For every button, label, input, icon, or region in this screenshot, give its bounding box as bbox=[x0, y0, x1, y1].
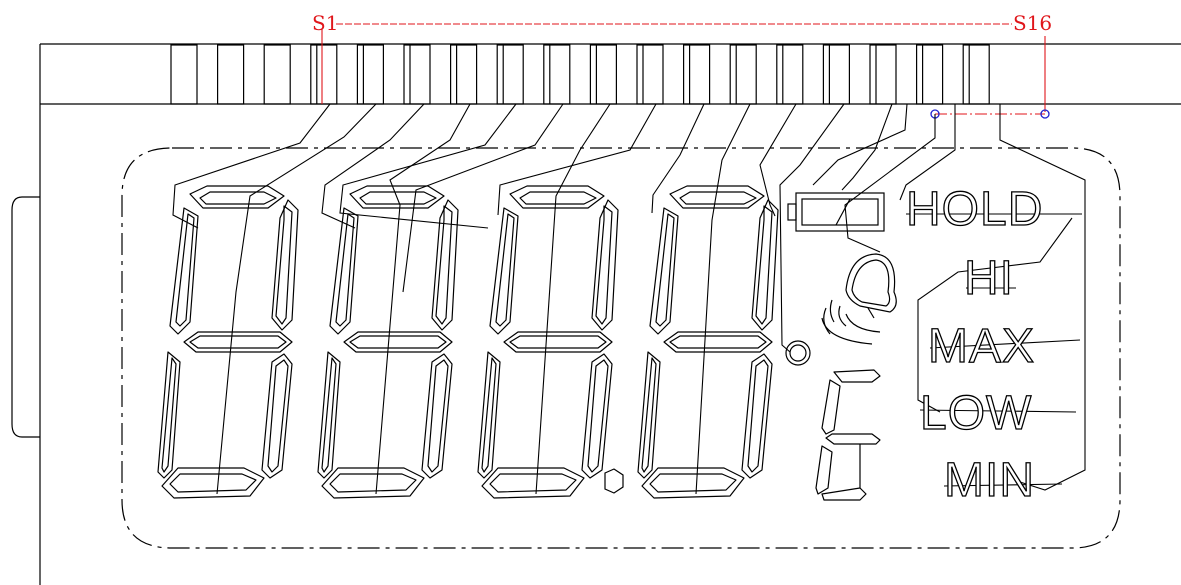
digit-segment-inner bbox=[641, 357, 657, 473]
annunciator-low: LOW bbox=[919, 387, 1033, 440]
digit-segment bbox=[183, 331, 293, 353]
pin-pad bbox=[263, 44, 291, 105]
digit-2 bbox=[317, 185, 459, 499]
digit-segment-inner bbox=[747, 359, 769, 473]
pin-pad bbox=[217, 44, 245, 105]
digit-4 bbox=[637, 185, 779, 499]
digit-segment-inner bbox=[349, 335, 447, 349]
digit-segment-inner bbox=[519, 191, 597, 205]
celsius-icon bbox=[815, 369, 881, 501]
digit-segment-inner bbox=[335, 213, 355, 327]
digit-segment-inner bbox=[649, 473, 737, 493]
digit-segment bbox=[581, 353, 613, 479]
annunciator-hold: HOLD bbox=[905, 183, 1044, 236]
pin-label-lines bbox=[321, 23, 1046, 115]
digit-segment bbox=[509, 185, 605, 209]
battery-icon bbox=[787, 192, 885, 232]
pin-pad bbox=[310, 44, 338, 105]
digit-segment bbox=[663, 331, 773, 353]
digit-segment bbox=[751, 199, 779, 331]
digit-segment bbox=[489, 207, 519, 335]
pin-pad bbox=[403, 44, 431, 105]
pin-row bbox=[170, 44, 990, 105]
digit-3 bbox=[477, 185, 619, 499]
digit-segment bbox=[261, 353, 293, 479]
digit-segment bbox=[481, 467, 585, 499]
digit-segment bbox=[161, 467, 265, 499]
digit-segment bbox=[189, 185, 285, 209]
pin-pad bbox=[962, 44, 990, 105]
pin-pad bbox=[915, 44, 944, 105]
digit-1 bbox=[157, 185, 299, 499]
digit-segment-inner bbox=[275, 205, 293, 325]
degree-icon bbox=[785, 340, 811, 366]
digit-segment bbox=[641, 467, 745, 499]
pin-pad bbox=[450, 44, 478, 105]
digit-segment-inner bbox=[427, 359, 449, 473]
pin-pad bbox=[543, 44, 571, 105]
digit-segment bbox=[637, 351, 661, 479]
digit-segment-inner bbox=[509, 335, 607, 349]
digit-segment-inner bbox=[329, 473, 417, 493]
digit-segment-inner bbox=[435, 205, 453, 325]
annunciator-traces bbox=[906, 213, 1082, 487]
pin-pad bbox=[170, 44, 198, 105]
digit-segment-inner bbox=[321, 357, 337, 473]
display-window bbox=[121, 147, 1121, 549]
digit-segment bbox=[669, 185, 765, 209]
digit-segment-inner bbox=[669, 335, 767, 349]
digit-segment-inner bbox=[267, 359, 289, 473]
digit-segment bbox=[349, 185, 445, 209]
digit-segment-inner bbox=[489, 473, 577, 493]
digit-segment bbox=[431, 199, 459, 331]
digit-segment-inner bbox=[175, 213, 195, 327]
digit-segment-inner bbox=[359, 191, 437, 205]
digit-segment-inner bbox=[495, 213, 515, 327]
digit-segment bbox=[741, 353, 773, 479]
digit-segment bbox=[591, 199, 619, 331]
annunciator-max: MAX bbox=[927, 320, 1036, 373]
digit-segment bbox=[157, 351, 181, 479]
pin-pad bbox=[356, 44, 384, 105]
digit-segment bbox=[421, 353, 453, 479]
pin-pad bbox=[869, 44, 897, 105]
pin-pad bbox=[729, 44, 757, 105]
bell-icon bbox=[845, 253, 897, 319]
digit-segment bbox=[343, 331, 453, 353]
digit-segment bbox=[649, 207, 679, 335]
digit-segment-inner bbox=[161, 357, 177, 473]
digit-segment-inner bbox=[169, 473, 257, 493]
digit-segment-inner bbox=[189, 335, 287, 349]
digit-segment-inner bbox=[755, 205, 773, 325]
pin-label-last: S16 bbox=[1013, 11, 1053, 35]
digit-segment bbox=[271, 199, 299, 331]
pin-pad bbox=[496, 44, 524, 105]
pin-pad bbox=[682, 44, 711, 105]
digit-segment bbox=[169, 207, 199, 335]
digit-segment bbox=[317, 351, 341, 479]
annunciator-hi: HI bbox=[963, 252, 1014, 305]
digit-segment bbox=[477, 351, 501, 479]
side-tab bbox=[11, 196, 40, 438]
digit-segment-inner bbox=[679, 191, 757, 205]
digit-segment bbox=[321, 467, 425, 499]
decimal-point bbox=[604, 468, 624, 494]
digit-segment bbox=[503, 331, 613, 353]
sound-wave-icon bbox=[821, 299, 881, 345]
digit-segment-inner bbox=[481, 357, 497, 473]
pin-pad bbox=[636, 44, 664, 105]
pin-pad bbox=[776, 44, 804, 105]
trace-lines bbox=[172, 103, 1086, 495]
digit-segment-inner bbox=[595, 205, 613, 325]
digit-segment-inner bbox=[587, 359, 609, 473]
annunciator-min: MIN bbox=[943, 454, 1035, 507]
seven-segment-digits bbox=[157, 185, 779, 499]
digit-segment-inner bbox=[655, 213, 675, 327]
pin-label-first: S1 bbox=[312, 11, 339, 35]
pin-pad bbox=[589, 44, 618, 105]
digit-segment-inner bbox=[199, 191, 277, 205]
pin-pad bbox=[822, 44, 851, 105]
